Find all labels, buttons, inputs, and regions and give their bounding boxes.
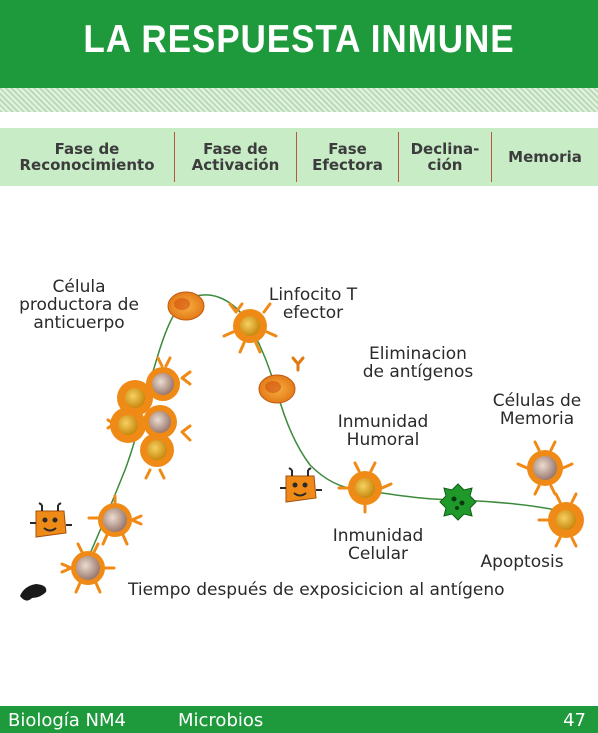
- label-cellular: Inmunidad Celular: [332, 526, 424, 564]
- phase-decline: Declina-ción: [399, 132, 492, 182]
- label-memory-cells: Células de Memoria: [492, 391, 582, 429]
- plasma-cell-mid: [258, 374, 296, 404]
- page-number: 47: [563, 710, 586, 731]
- lymphocyte-cluster: [106, 356, 192, 480]
- label-effector-t: Linfocito T efector: [268, 285, 358, 323]
- label-antibody-cell: Célula productora de anticuerpo: [19, 277, 139, 333]
- apoptotic-cell: [439, 483, 477, 521]
- antigen-left: [30, 502, 72, 538]
- footer-topic: Microbios: [178, 710, 264, 731]
- plasma-cell-top: [167, 291, 205, 321]
- cell-debris: [20, 584, 47, 601]
- antibody-icon: [291, 356, 305, 372]
- naive-lymphocyte-2: [60, 542, 116, 594]
- naive-lymphocyte-1: [87, 494, 143, 546]
- antigen-right: [280, 467, 322, 503]
- effector-t-cell: [222, 302, 278, 354]
- decorative-stripe: [0, 88, 598, 112]
- title-bar: LA RESPUESTA INMUNE: [0, 0, 598, 88]
- time-axis-label: Tiempo después de exposicicion al antíge…: [128, 580, 505, 600]
- humoral-lymphocyte: [337, 461, 393, 514]
- phase-memory: Memoria: [508, 148, 582, 166]
- page-title: LA RESPUESTA INMUNE: [83, 18, 515, 61]
- label-humoral: Inmunidad Humoral: [337, 412, 429, 450]
- memory-cell-1: [516, 440, 574, 496]
- footer-bar: Biología NM4 Microbios 47: [0, 706, 598, 733]
- label-apoptosis: Apoptosis: [480, 552, 564, 572]
- memory-cell-2: [537, 492, 584, 548]
- label-antigen-elimination: Eliminacion de antígenos: [362, 344, 474, 382]
- footer-course: Biología NM4: [8, 710, 127, 731]
